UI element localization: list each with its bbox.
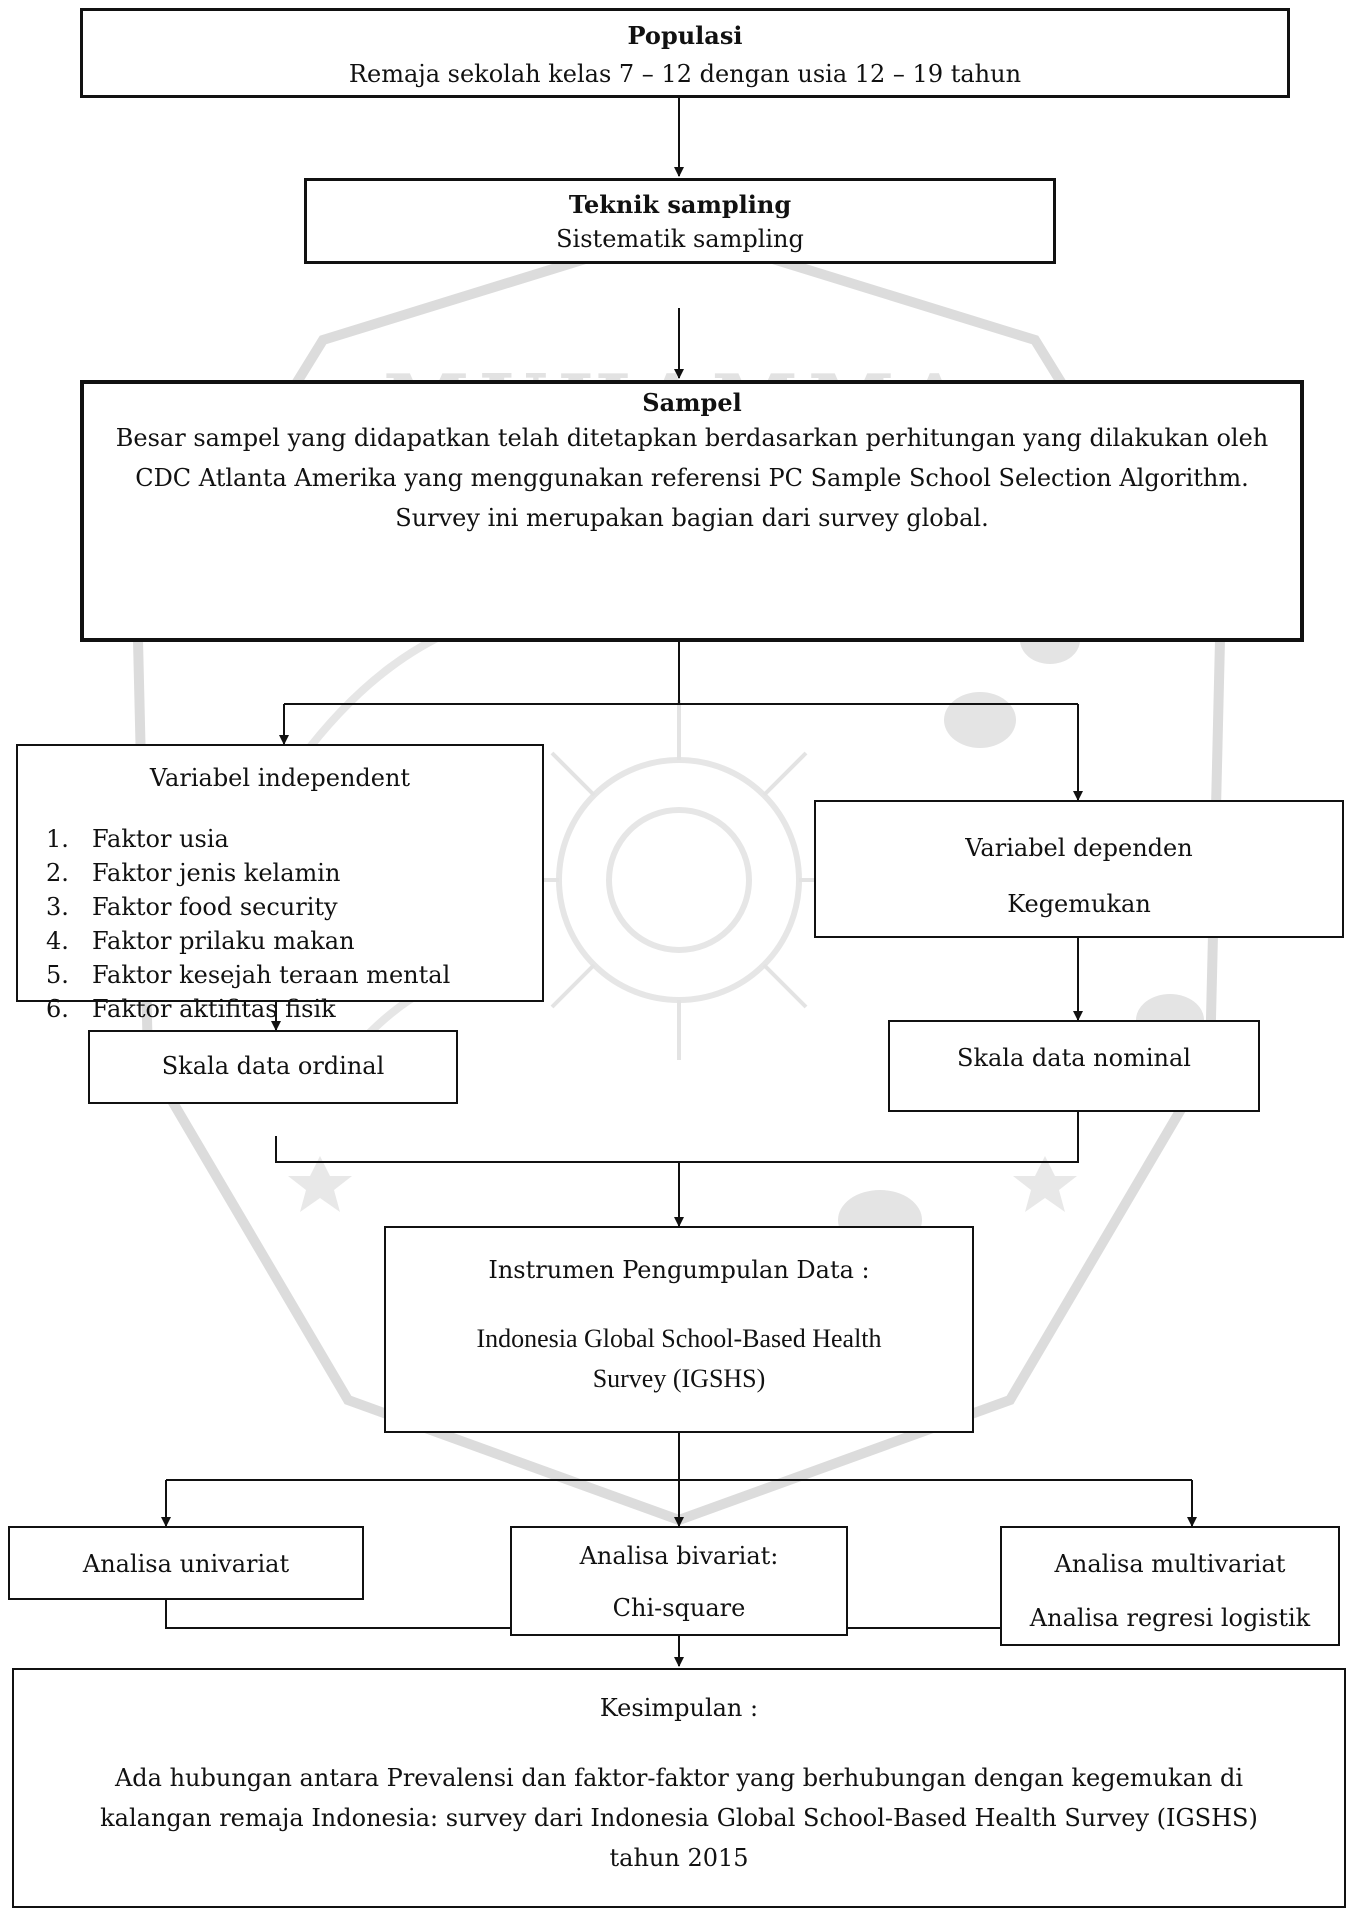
analisa-multivariat-box: Analisa multivariat Analisa regresi logi… xyxy=(1000,1526,1340,1646)
instrumen-line-1: Indonesia Global School-Based Health xyxy=(476,1324,882,1353)
variabel-independent-title: Variabel independent xyxy=(149,764,411,792)
sampel-line-1: Besar sampel yang didapatkan telah ditet… xyxy=(115,424,1269,452)
sampel-line-3: Survey ini merupakan bagian dari survey … xyxy=(395,504,989,532)
sampel-line-2: CDC Atlanta Amerika yang menggunakan ref… xyxy=(135,464,1249,492)
sampel-box: Sampel Besar sampel yang didapatkan tela… xyxy=(80,380,1304,642)
skala-nominal-box: Skala data nominal xyxy=(888,1020,1260,1112)
list-item: 5.Faktor kesejah teraan mental xyxy=(46,961,451,989)
teknik-sampling-text: Sistematik sampling xyxy=(556,225,804,253)
line-merge-skala xyxy=(275,1112,1079,1163)
kesimpulan-line-2: kalangan remaja Indonesia: survey dari I… xyxy=(100,1804,1258,1832)
skala-ordinal-box: Skala data ordinal xyxy=(88,1030,458,1104)
variabel-independent-box: Variabel independent 1.Faktor usia 2.Fak… xyxy=(16,744,544,1023)
variabel-independent-list: 1.Faktor usia 2.Faktor jenis kelamin 3.F… xyxy=(46,822,450,1026)
list-item: 2.Faktor jenis kelamin xyxy=(46,859,341,887)
variabel-dependen-text: Kegemukan xyxy=(1007,890,1151,918)
analisa-bivariat-box: Analisa bivariat: Chi-square xyxy=(510,1526,848,1636)
analisa-multivariat-title: Analisa multivariat xyxy=(1054,1550,1286,1578)
list-item: 1.Faktor usia xyxy=(46,825,229,853)
kesimpulan-title: Kesimpulan : xyxy=(599,1694,759,1722)
instrumen-line-2: Survey (IGSHS) xyxy=(592,1364,766,1393)
kesimpulan-line-3: tahun 2015 xyxy=(609,1844,749,1872)
kesimpulan-line-1: Ada hubungan antara Prevalensi dan fakto… xyxy=(114,1764,1244,1792)
instrumen-title: Instrumen Pengumpulan Data : xyxy=(488,1256,870,1284)
skala-nominal-text: Skala data nominal xyxy=(957,1044,1191,1072)
populasi-box: Populasi Remaja sekolah kelas 7 – 12 den… xyxy=(80,8,1290,98)
analisa-univariat-box: Analisa univariat xyxy=(8,1526,364,1600)
populasi-text: Remaja sekolah kelas 7 – 12 dengan usia … xyxy=(348,60,1022,88)
list-item: 4.Faktor prilaku makan xyxy=(46,927,355,955)
variabel-dependen-title: Variabel dependen xyxy=(965,834,1193,862)
analisa-multivariat-text: Analisa regresi logistik xyxy=(1029,1604,1311,1632)
skala-ordinal-text: Skala data ordinal xyxy=(161,1052,385,1080)
sampel-title: Sampel xyxy=(642,388,742,417)
analisa-bivariat-title: Analisa bivariat: xyxy=(579,1542,779,1570)
variabel-dependen-box: Variabel dependen Kegemukan xyxy=(814,800,1344,938)
kesimpulan-box: Kesimpulan : Ada hubungan antara Prevale… xyxy=(12,1668,1346,1908)
populasi-title: Populasi xyxy=(627,21,743,50)
analisa-bivariat-text: Chi-square xyxy=(612,1594,746,1622)
list-item: 6.Faktor aktifitas fisik xyxy=(46,995,336,1023)
analisa-univariat-text: Analisa univariat xyxy=(82,1550,290,1578)
teknik-sampling-title: Teknik sampling xyxy=(568,190,792,219)
list-item: 3.Faktor food security xyxy=(46,893,338,921)
teknik-sampling-box: Teknik sampling Sistematik sampling xyxy=(304,178,1056,264)
instrumen-box: Instrumen Pengumpulan Data : Indonesia G… xyxy=(384,1226,974,1433)
